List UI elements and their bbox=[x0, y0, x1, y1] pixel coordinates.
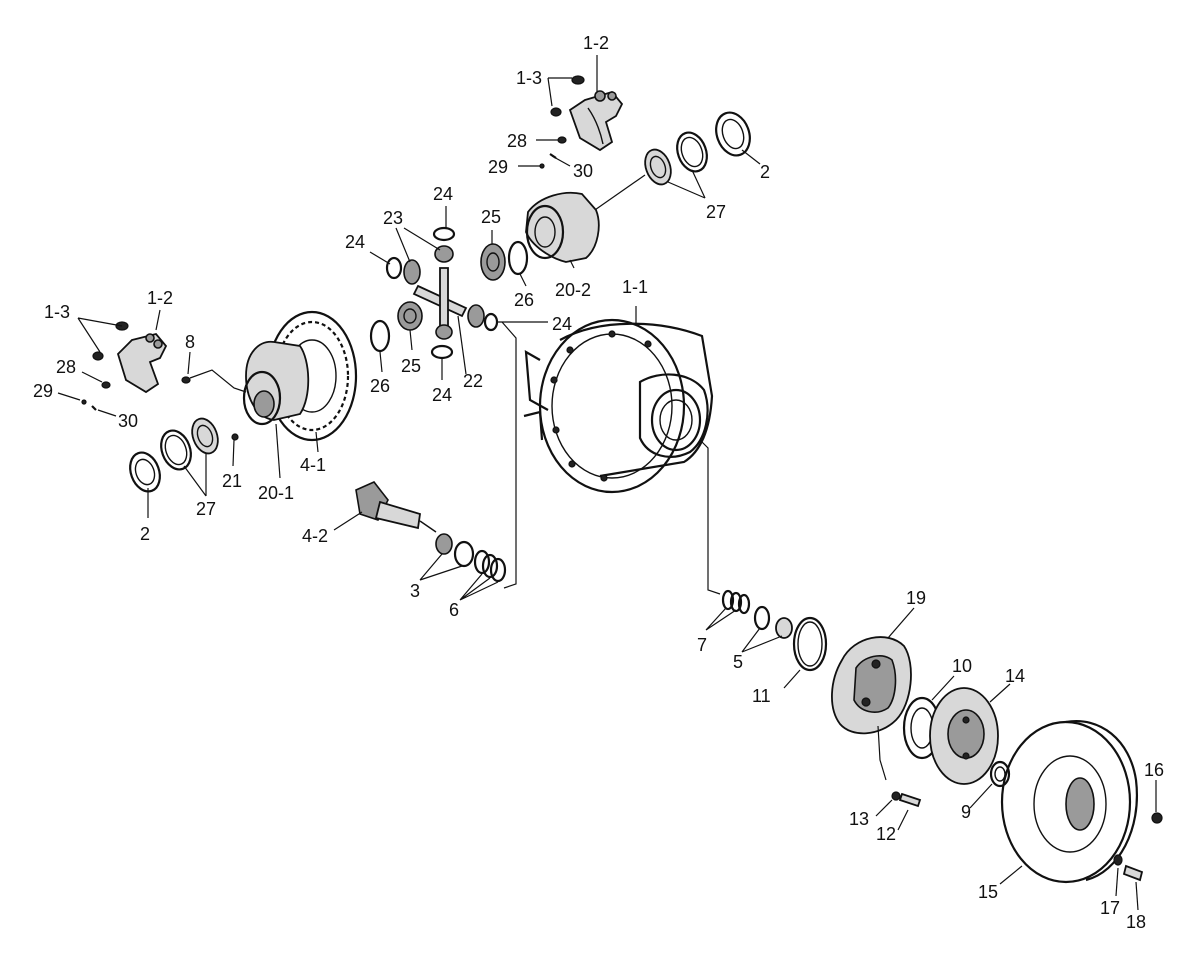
callout-7: 7 bbox=[697, 635, 707, 655]
callout-25-b: 25 bbox=[401, 356, 421, 376]
bearing-cone-left bbox=[191, 417, 219, 455]
callout-28-left: 28 bbox=[56, 357, 76, 377]
bearing-cap-left bbox=[116, 332, 168, 394]
callout-8: 8 bbox=[185, 332, 195, 352]
callout-13: 13 bbox=[849, 809, 869, 829]
callout-20-1: 20-1 bbox=[258, 483, 294, 503]
callout-9: 9 bbox=[961, 802, 971, 822]
bearing-race-right bbox=[676, 131, 708, 173]
callout-1-3-top: 1-3 bbox=[516, 68, 542, 88]
callout-18: 18 bbox=[1126, 912, 1146, 932]
bolt-18 bbox=[1122, 864, 1144, 882]
thrust-washer-24-c bbox=[483, 312, 499, 332]
callout-26-b: 26 bbox=[370, 376, 390, 396]
callout-24-a: 24 bbox=[433, 184, 453, 204]
cap-bolts-top bbox=[550, 75, 585, 117]
side-gear-25-top bbox=[480, 243, 506, 281]
callout-1-2-top: 1-2 bbox=[583, 33, 609, 53]
callout-2-right: 2 bbox=[760, 162, 770, 182]
pinion-gear-right bbox=[467, 304, 485, 328]
callout-1-2-left: 1-2 bbox=[147, 288, 173, 308]
bearing-cone-right bbox=[644, 148, 672, 186]
bearing-race-left bbox=[160, 429, 192, 471]
callout-22: 22 bbox=[463, 371, 483, 391]
callout-16: 16 bbox=[1144, 760, 1164, 780]
adjusting-nut-left bbox=[129, 451, 161, 493]
brake-drum-15 bbox=[1000, 719, 1138, 884]
thrust-washer-26-top bbox=[507, 240, 529, 276]
thrust-washer-24-d bbox=[430, 344, 454, 360]
callout-20-2: 20-2 bbox=[555, 280, 591, 300]
drive-pinion-4-2 bbox=[355, 481, 437, 533]
callout-21: 21 bbox=[222, 471, 242, 491]
side-gear-25-bottom bbox=[397, 301, 423, 331]
callout-30-top: 30 bbox=[573, 161, 593, 181]
differential-carrier-housing-1-1 bbox=[523, 318, 714, 494]
callout-12: 12 bbox=[876, 824, 896, 844]
callout-1-3-left: 1-3 bbox=[44, 302, 70, 322]
adjusting-nut-right bbox=[715, 111, 751, 157]
thrust-washer-24-b bbox=[385, 256, 403, 280]
seals-5 bbox=[753, 605, 793, 639]
washer-28-left bbox=[101, 381, 111, 389]
callout-19: 19 bbox=[906, 588, 926, 608]
callout-24-c: 24 bbox=[552, 314, 572, 334]
pin-29-left bbox=[81, 399, 87, 405]
callout-29-top: 29 bbox=[488, 157, 508, 177]
o-ring-11 bbox=[792, 616, 828, 672]
spacers-7 bbox=[721, 589, 751, 615]
callout-11: 11 bbox=[752, 686, 771, 706]
pin-30-left bbox=[91, 405, 97, 411]
brake-drum-hub-14 bbox=[929, 687, 999, 785]
callout-4-1: 4-1 bbox=[300, 455, 326, 475]
callout-30-left: 30 bbox=[118, 411, 138, 431]
pinion-shims-6 bbox=[473, 549, 507, 583]
callout-14: 14 bbox=[1005, 666, 1025, 686]
callout-4-2: 4-2 bbox=[302, 526, 328, 546]
brake-backing-plate-19 bbox=[831, 636, 912, 735]
washer-17 bbox=[1113, 854, 1123, 866]
cross-shaft-22 bbox=[412, 267, 468, 337]
callout-10: 10 bbox=[952, 656, 972, 676]
pinion-bearings-3 bbox=[435, 533, 475, 568]
callout-1-1: 1-1 bbox=[622, 277, 648, 297]
bolt-12 bbox=[898, 792, 922, 808]
pin-29-top bbox=[539, 163, 545, 169]
callout-labels: 1-2 1-3 28 29 30 2 27 24 23 25 24 26 20-… bbox=[33, 33, 1164, 932]
thrust-washer-24-a bbox=[432, 226, 456, 242]
diff-case-half-20-2 bbox=[525, 191, 600, 263]
callout-29-left: 29 bbox=[33, 381, 53, 401]
pinion-gear-23-a bbox=[403, 259, 421, 285]
callout-15: 15 bbox=[978, 882, 998, 902]
bolt-8 bbox=[181, 376, 191, 384]
callout-17: 17 bbox=[1100, 898, 1120, 918]
callout-27-left: 27 bbox=[196, 499, 216, 519]
washer-13 bbox=[891, 791, 901, 801]
callout-25-a: 25 bbox=[481, 207, 501, 227]
callout-27-right: 27 bbox=[706, 202, 726, 222]
callout-26-a: 26 bbox=[514, 290, 534, 310]
bolt-16 bbox=[1151, 812, 1163, 824]
callout-2-left: 2 bbox=[140, 524, 150, 544]
callout-3: 3 bbox=[410, 581, 420, 601]
callout-24-d: 24 bbox=[432, 385, 452, 405]
washer-28-top bbox=[557, 136, 567, 144]
callout-6: 6 bbox=[449, 600, 459, 620]
callout-24-b: 24 bbox=[345, 232, 365, 252]
bearing-cap-top bbox=[568, 90, 624, 152]
callout-23: 23 bbox=[383, 208, 403, 228]
leader-lines bbox=[57, 55, 1157, 911]
pin-21 bbox=[231, 433, 239, 441]
diff-case-half-20-1 bbox=[242, 341, 310, 426]
thrust-washer-26-left bbox=[369, 319, 391, 353]
pinion-gear-bottom bbox=[435, 324, 453, 340]
callout-5: 5 bbox=[733, 652, 743, 672]
callout-28-top: 28 bbox=[507, 131, 527, 151]
